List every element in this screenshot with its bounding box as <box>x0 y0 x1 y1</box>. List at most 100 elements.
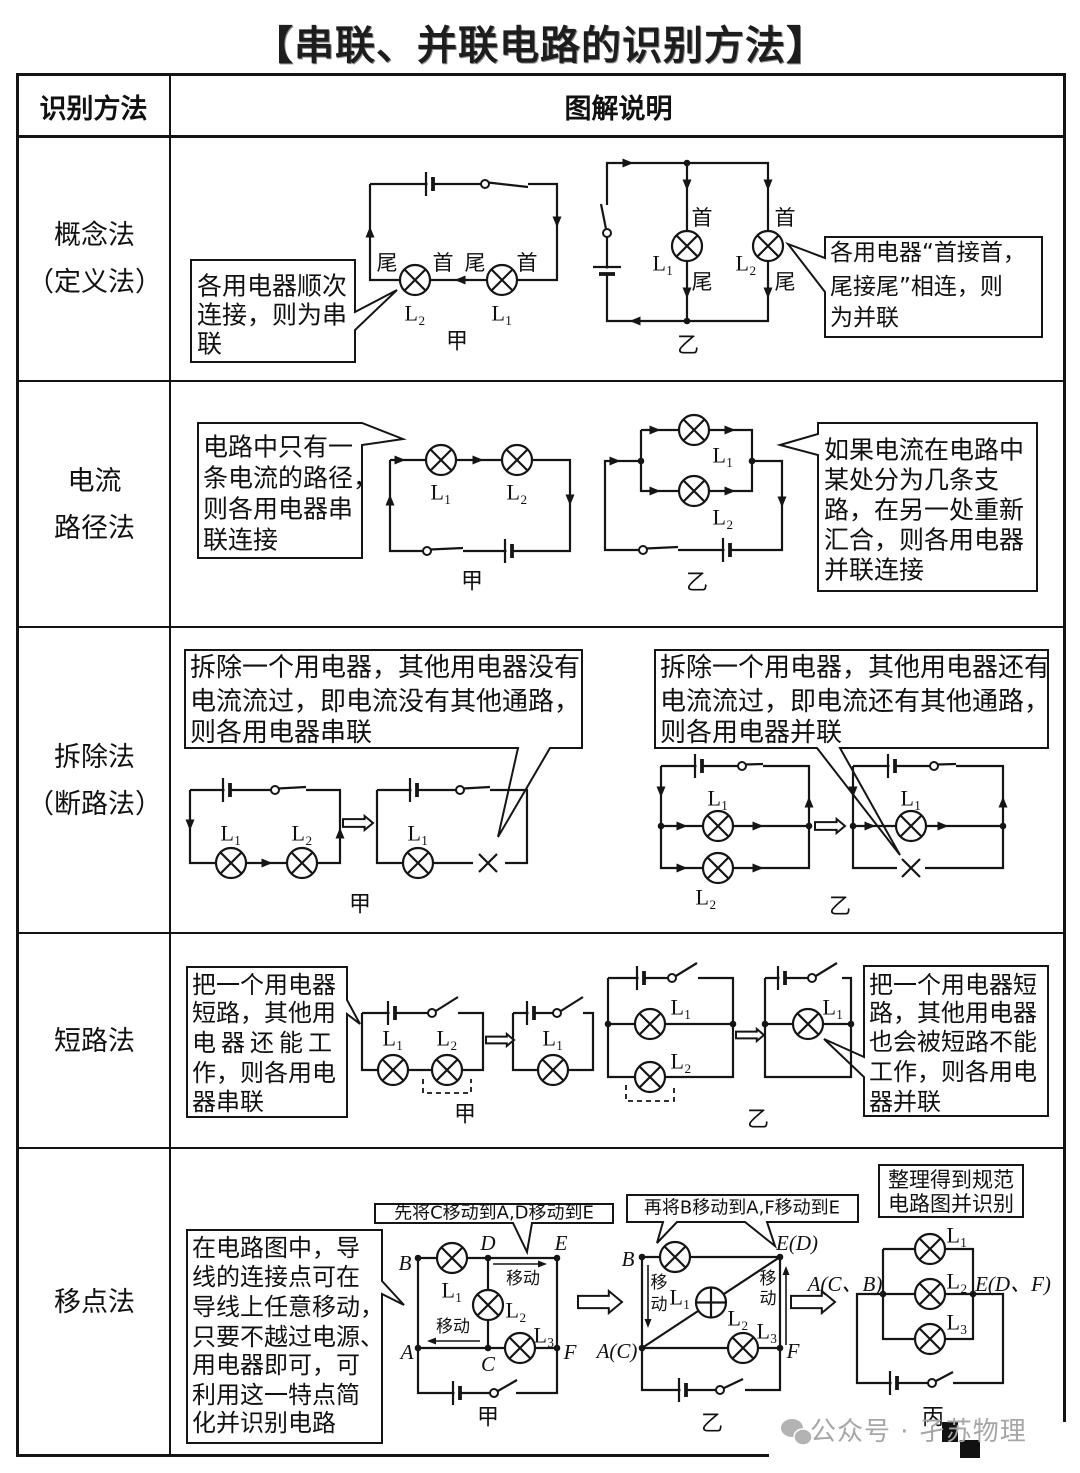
lamp-filament <box>476 1293 500 1317</box>
lamp-filament <box>406 851 430 875</box>
battery-icon <box>886 754 897 778</box>
callout-box <box>878 1164 1024 1218</box>
lamp-label: L₁ <box>441 1278 462 1303</box>
callout-text-line: 某处分为几条支 <box>824 466 999 495</box>
lamp-filament <box>490 268 514 292</box>
lamp-bulb <box>485 263 519 297</box>
terminal-label: 首 <box>775 206 796 230</box>
switch-pivot <box>552 1008 562 1018</box>
lamp-bulb <box>633 1060 667 1094</box>
battery-icon <box>693 754 704 778</box>
lamp-filament <box>290 851 314 875</box>
junction-dot <box>414 1254 422 1262</box>
current-direction-arrow-icon <box>682 287 692 299</box>
lamp-filament <box>219 851 243 875</box>
wire-gap <box>557 1010 583 1016</box>
lamp-label: L₁ <box>542 1026 563 1051</box>
switch-icon <box>489 1379 518 1398</box>
short-circuit-dashed-box <box>422 1079 472 1094</box>
lamp-icon <box>398 263 432 297</box>
wire-gap <box>411 787 417 793</box>
method-current-path: 电流 路径法 <box>19 382 170 627</box>
lamp-filament <box>381 1058 405 1082</box>
callout-text-line: 导线上任意移动， <box>192 1293 384 1321</box>
current-direction-arrow-icon <box>848 786 858 798</box>
wire-gap <box>275 787 306 793</box>
lamp-label: L₂ <box>291 821 312 846</box>
lamp-filament <box>706 814 730 838</box>
wire-gap <box>473 859 505 867</box>
switch-blade <box>487 181 529 189</box>
lamp-label: L₁ <box>946 1223 967 1248</box>
lamp-filament <box>756 234 780 258</box>
switch-pivot <box>480 179 490 189</box>
wire-gap <box>891 1380 897 1386</box>
battery-icon <box>221 778 232 802</box>
lamp-bulb <box>677 413 711 447</box>
wire-gap <box>603 205 611 233</box>
switch-icon <box>427 996 459 1018</box>
junction-dot <box>879 1290 887 1298</box>
callout-text-line: 利用这一特点简 <box>192 1381 360 1409</box>
lamp-label: L₂ <box>436 1026 457 1051</box>
lamp-label: L₂ <box>712 505 733 530</box>
current-direction-arrow-icon <box>365 226 375 238</box>
current-direction-arrow-icon <box>724 425 736 435</box>
lamp-filament <box>731 1336 755 1360</box>
switch-pivot <box>667 973 677 983</box>
lamp-bulb <box>435 1241 469 1275</box>
callout-text-line: 联连接 <box>203 526 278 555</box>
wire-gap <box>696 763 702 769</box>
lamp-filament <box>682 418 706 442</box>
lamp-label: L₂ <box>506 480 527 505</box>
move-arrow-icon <box>782 1266 790 1345</box>
lamp-filament <box>706 856 730 880</box>
lamp-label: L₃ <box>946 1310 967 1335</box>
battery-icon <box>677 1378 688 1402</box>
switch-pivot <box>489 1388 499 1398</box>
battery-icon <box>525 1001 536 1025</box>
switch-icon <box>599 203 612 238</box>
callout-text-line: 为并联 <box>830 305 899 331</box>
lamp-filament <box>541 1058 565 1082</box>
terminal-label: 首 <box>433 251 454 275</box>
node-label: E <box>554 1231 568 1255</box>
wire <box>605 161 687 323</box>
battery-icon <box>776 966 787 990</box>
lamp-icon <box>430 1053 464 1087</box>
watermark-text: 公众号 · 孑苏物理 <box>810 1417 1027 1447</box>
wire-gap <box>932 1380 953 1386</box>
lamp-icon <box>701 851 735 885</box>
lamp-bulb <box>430 1053 464 1087</box>
lamp-label: L₁ <box>491 301 512 326</box>
lamp-bulb <box>694 1286 728 1319</box>
switch-blade <box>277 785 307 790</box>
current-direction-arrow-icon <box>629 316 641 326</box>
lamp-filament <box>918 1237 942 1261</box>
callout-box <box>197 422 407 559</box>
figure-caption: 乙 <box>677 334 699 359</box>
lamp-bulb <box>677 474 711 508</box>
callout-text-line: 电路中只有一 <box>203 433 353 462</box>
lamp-label: L₁ <box>822 995 843 1020</box>
wire-gap <box>427 548 463 554</box>
wire-gap <box>494 1390 516 1396</box>
terminal-label: 首 <box>692 206 713 230</box>
lamp-filament <box>435 1058 459 1082</box>
junction-dot <box>847 1020 855 1028</box>
lamp-bulb <box>536 1053 570 1087</box>
table-border-right <box>1063 73 1066 1422</box>
lamp-icon <box>751 229 785 263</box>
transform-arrow-icon <box>485 1031 516 1049</box>
switch-blade <box>814 962 838 978</box>
switch-blade <box>744 762 764 766</box>
current-direction-arrow-icon <box>724 486 736 496</box>
switch-blade <box>496 1379 518 1393</box>
junction-dot <box>729 1020 737 1028</box>
switch-blade <box>599 203 608 230</box>
current-direction-arrow-icon <box>454 275 466 285</box>
junction-dot <box>969 1290 977 1298</box>
lamp-icon <box>701 809 735 843</box>
